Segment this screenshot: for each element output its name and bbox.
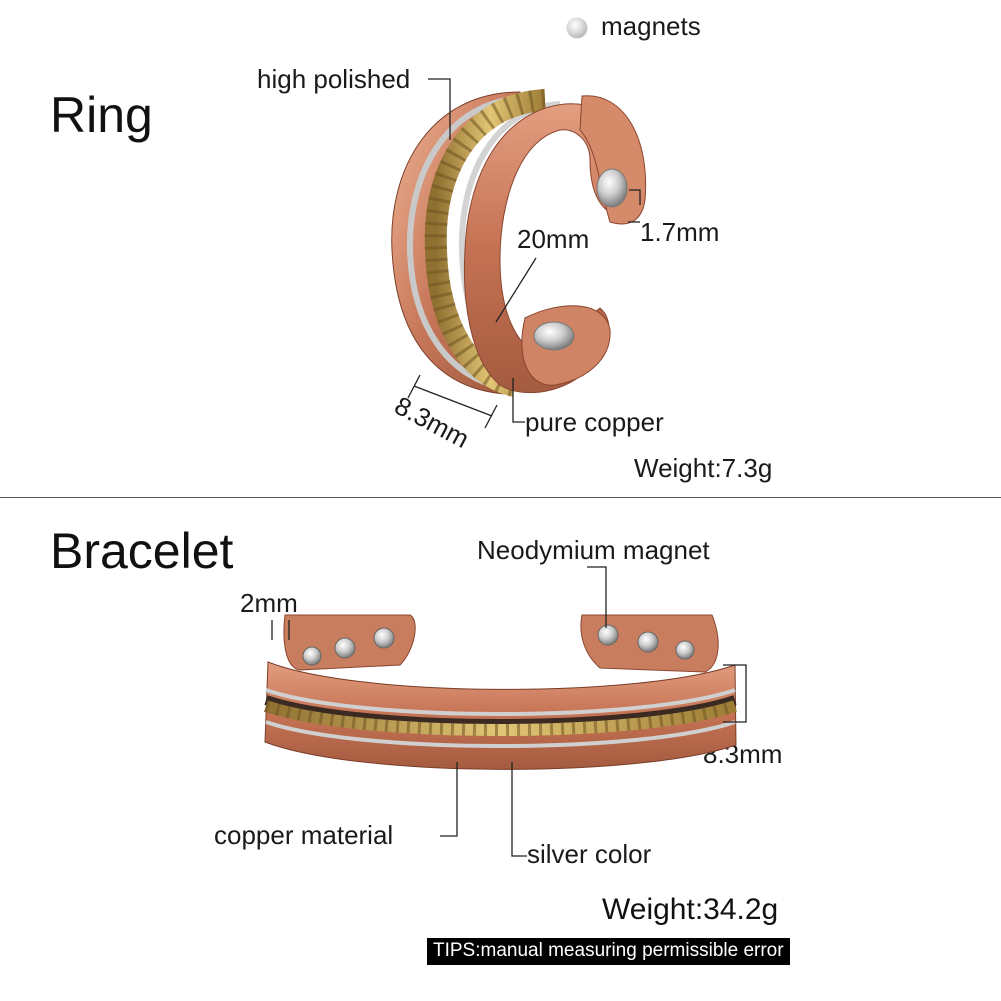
ring-image bbox=[391, 89, 647, 397]
neodymium-magnet-label: Neodymium magnet bbox=[477, 535, 710, 565]
ring-leader-lines bbox=[407, 78, 641, 429]
section-divider bbox=[0, 497, 1001, 498]
ring-title: Ring bbox=[50, 87, 153, 143]
silver-color-label: silver color bbox=[527, 839, 652, 869]
bracelet-image bbox=[264, 614, 737, 770]
ring-weight-label: Weight:7.3g bbox=[634, 453, 773, 483]
ring-diameter-label: 20mm bbox=[517, 224, 590, 254]
bracelet-leader-lines bbox=[271, 566, 747, 857]
ring-thickness-label: 1.7mm bbox=[640, 217, 720, 247]
high-polished-label: high polished bbox=[257, 64, 411, 94]
bracelet-thickness-label: 2mm bbox=[240, 588, 298, 618]
tips-banner: TIPS:manual measuring permissible error bbox=[427, 938, 790, 965]
magnet-legend-icon bbox=[567, 18, 587, 38]
copper-material-label: copper material bbox=[214, 820, 394, 850]
bracelet-weight-label: Weight:34.2g bbox=[602, 893, 779, 926]
magnets-label: magnets bbox=[601, 11, 701, 41]
bracelet-title: Bracelet bbox=[50, 523, 234, 579]
pure-copper-label: pure copper bbox=[525, 407, 664, 437]
